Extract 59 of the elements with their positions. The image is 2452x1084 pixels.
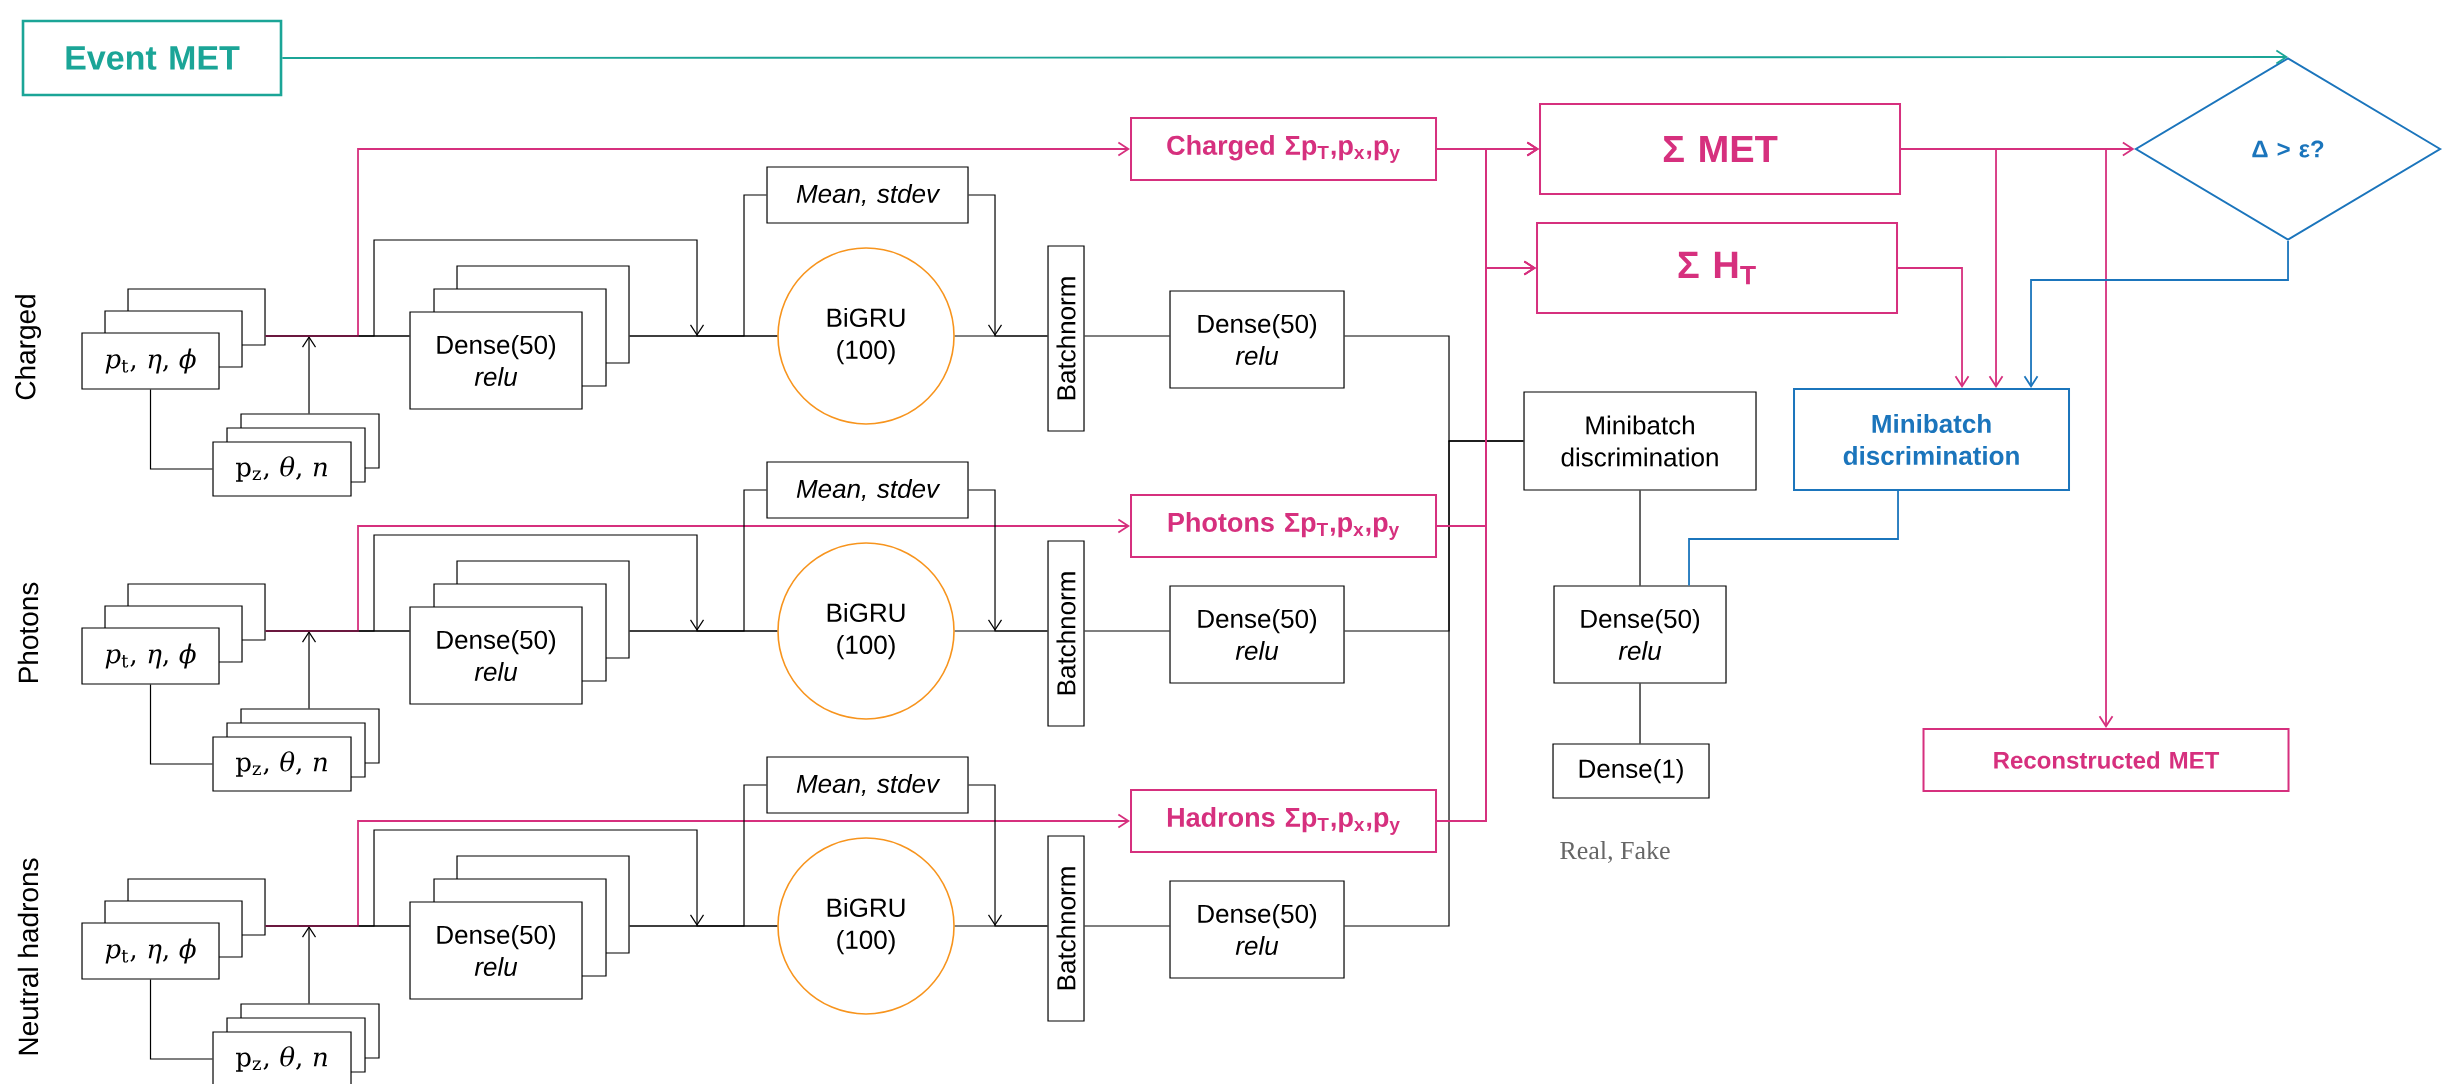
node-label: relu: [474, 661, 518, 682]
batchnorm-box: Batchnorm: [1047, 245, 1085, 432]
connector-line: [629, 784, 767, 927]
stacked-box: p$_{t}$, η, ϕ: [81, 288, 266, 390]
row-label: Photons: [17, 582, 39, 683]
arrow: [1897, 267, 1970, 388]
arrow: [1436, 260, 1536, 822]
connector-line: [954, 630, 1048, 632]
dense-box: Dense(50) relu: [1169, 880, 1345, 979]
dense-box: Dense(50) relu: [1553, 585, 1727, 684]
node-label: p$_{t}$, η, ϕ: [105, 643, 196, 669]
sum-box: Σ MET: [1539, 103, 1901, 195]
sum-box: Hadrons Σp$_{T}$,p$_{x}$,p$_{y}$: [1130, 789, 1437, 853]
connector-line: [629, 194, 767, 337]
sum-box: Photons Σp$_{T}$,p$_{x}$,p$_{y}$: [1130, 494, 1437, 558]
batchnorm-box: Batchnorm: [1047, 835, 1085, 1022]
node-label: p$_{t}$, η, ϕ: [105, 938, 196, 964]
connector-line: [1084, 335, 1170, 337]
row-label: Charged: [14, 295, 42, 400]
discriminator-box: Minibatch discrimination: [1793, 388, 2070, 491]
dense-box: Dense(50) relu: [1169, 290, 1345, 389]
connector-line: [1688, 490, 1899, 587]
connector-line: [1084, 630, 1170, 632]
arrow: [2023, 240, 2289, 388]
batchnorm-box: Batchnorm: [1047, 540, 1085, 727]
node-label: relu: [474, 366, 518, 387]
arrow: [1900, 148, 2114, 728]
node-label: p$_{t}$, η, ϕ: [105, 348, 196, 374]
connector-line: [1639, 490, 1641, 586]
stacked-box: p$_{t}$, η, ϕ: [81, 878, 266, 980]
sum-box: Charged Σp$_{T}$,p$_{x}$,p$_{y}$: [1130, 117, 1437, 181]
event-box: Event MET: [21, 19, 283, 97]
stacked-box: p$_{z}$, θ, n: [212, 1003, 380, 1084]
arrow: [281, 49, 2289, 65]
process-box: Mean, stdev: [766, 461, 969, 519]
connector-line: [149, 684, 213, 765]
connector-line: [1639, 683, 1641, 744]
stacked-box: p$_{z}$, θ, n: [212, 413, 380, 497]
connector-line: [1084, 925, 1170, 927]
stacked-box: Dense(50) relu: [409, 265, 630, 410]
connector-line: [954, 925, 1048, 927]
discriminator-box: Minibatch discrimination: [1523, 391, 1757, 491]
connector-line: [149, 389, 213, 470]
stacked-box: Dense(50) relu: [409, 560, 630, 705]
node-label: relu: [474, 956, 518, 977]
connector-line: [1344, 440, 1524, 927]
stacked-box: Dense(50) relu: [409, 855, 630, 1000]
connector-line: [149, 979, 213, 1060]
row-label: Neutral hadrons: [17, 858, 39, 1055]
output-label: Real, Fake: [1560, 841, 1670, 864]
output-box: Reconstructed MET: [1922, 728, 2290, 792]
dense-box: Dense(1): [1552, 743, 1710, 799]
process-box: Mean, stdev: [766, 166, 969, 224]
dense-box: Dense(50) relu: [1169, 585, 1345, 684]
sum-box: Σ H$_{T}$: [1536, 222, 1898, 314]
process-box: Mean, stdev: [766, 756, 969, 814]
stacked-box: p$_{t}$, η, ϕ: [81, 583, 266, 685]
connector-line: [629, 489, 767, 632]
connector-line: [954, 335, 1048, 337]
